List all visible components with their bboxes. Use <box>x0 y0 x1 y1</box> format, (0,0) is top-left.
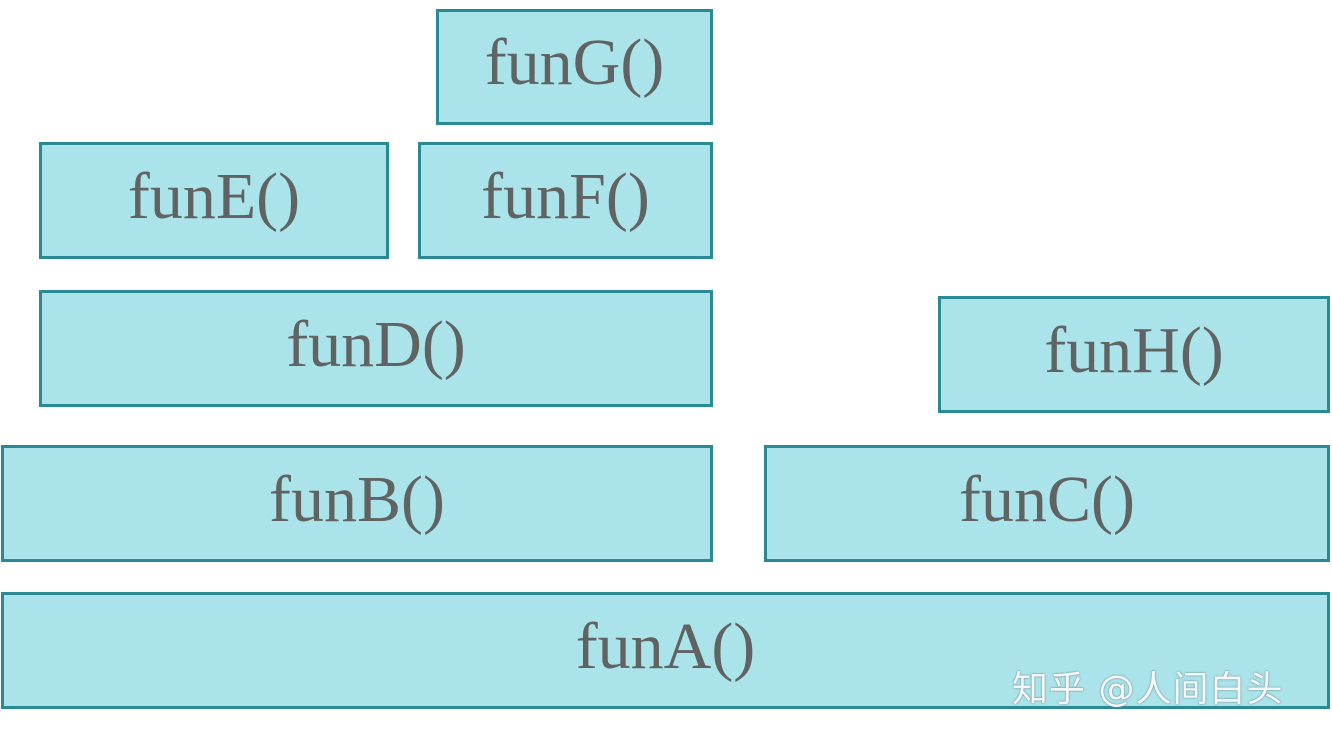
frame-label: funC() <box>959 462 1135 536</box>
frame-func: funC() <box>764 445 1330 562</box>
frame-funb: funB() <box>1 445 713 562</box>
frame-label: funD() <box>286 307 466 381</box>
frame-funh: funH() <box>938 296 1330 413</box>
frame-fung: funG() <box>436 9 713 125</box>
frame-fune: funE() <box>39 142 389 259</box>
frame-label: funA() <box>575 609 756 683</box>
frame-label: funF() <box>481 159 650 233</box>
frame-fund: funD() <box>39 290 713 407</box>
watermark: 知乎 @人间白头 <box>1012 669 1284 710</box>
frame-label: funE() <box>127 159 301 233</box>
frame-funa: funA() <box>1 592 1330 709</box>
frame-label: funB() <box>269 462 445 536</box>
frame-label: funG() <box>484 26 665 99</box>
frame-label: funH() <box>1044 313 1224 387</box>
frame-funf: funF() <box>418 142 713 259</box>
